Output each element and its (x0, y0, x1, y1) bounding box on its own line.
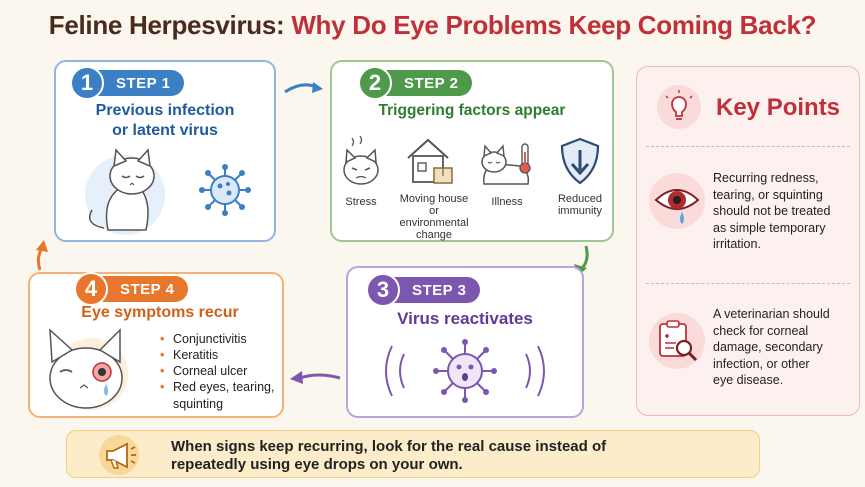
key-points-divider-middle (646, 283, 850, 284)
key-point-1-line: should not be treated (713, 204, 831, 218)
step3-label: STEP 3 (412, 281, 467, 299)
arrow-step3-to-step4 (290, 371, 341, 384)
step2-badge: 2 STEP 2 (358, 66, 473, 100)
red-eye-icon (649, 173, 705, 229)
reactivating-virus-icon (385, 339, 545, 403)
step1-number: 1 (70, 66, 104, 100)
step1-heading-line1: Previous infection (95, 102, 235, 119)
sick-cat-icon (481, 143, 531, 185)
step4-heading: Eye symptoms recur (81, 304, 239, 321)
bottom-note-line2: repeatedly using eye drops on your own. (171, 456, 463, 473)
step1-heading-line2: or latent virus (112, 122, 218, 139)
factor-moving-line3: change (415, 229, 453, 241)
bottom-note-line1: When signs keep recurring, look for the … (171, 438, 607, 455)
factor-immunity-line2: immunity (557, 205, 602, 217)
factor-stress-label: Stress (345, 196, 377, 208)
key-point-2-line: eye disease. (713, 373, 784, 387)
key-points-title: Key Points (716, 94, 841, 121)
key-point-1-line: Recurring redness, (713, 171, 819, 185)
factor-moving-line1: Moving house or (399, 193, 469, 217)
key-point-1-line: tearing, or squinting (713, 187, 823, 202)
factor-illness-label: Illness (491, 196, 523, 208)
step1-heading: Previous infection or latent virus (60, 101, 270, 141)
key-point-1-line: as simple temporary (713, 220, 826, 235)
step3-heading: Virus reactivates (397, 309, 533, 328)
factor-immunity-line1: Reduced (557, 193, 603, 205)
symptom-item: Corneal ulcer (160, 363, 274, 379)
bottom-note: When signs keep recurring, look for the … (66, 430, 760, 478)
factor-immunity-label: Reduced immunity (550, 193, 610, 217)
step1-label: STEP 1 (116, 74, 171, 92)
key-point-1: Recurring redness, tearing, or squinting… (713, 170, 830, 253)
arrow-step1-to-step2 (284, 82, 323, 94)
symptom-item: Red eyes, tearing, (160, 379, 274, 395)
lightbulb-icon (657, 85, 701, 129)
shield-down-icon (560, 137, 600, 185)
stressed-cat-icon (343, 135, 379, 185)
sleeping-cat-icon (85, 148, 165, 235)
title-part2: Why Do Eye Problems Keep Coming Back? (291, 10, 817, 40)
symptom-item-continuation: squinting (173, 397, 224, 411)
bottom-note-text: When signs keep recurring, look for the … (171, 438, 606, 474)
factor-moving-line2: environmental (399, 217, 469, 229)
factor-moving-label: Moving house or environmental change (394, 193, 474, 241)
cat-eye-infection-icon (49, 328, 128, 410)
virus-icon (199, 164, 251, 216)
step3-number: 3 (366, 273, 400, 307)
page-title: Feline Herpesvirus: Why Do Eye Problems … (0, 10, 865, 41)
arrow-step4-to-step1 (36, 240, 48, 271)
step1-badge: 1 STEP 1 (70, 66, 185, 100)
key-point-2-line: check for corneal (713, 323, 809, 338)
step2-heading: Triggering factors appear (378, 102, 566, 119)
clipboard-magnifier-icon (649, 313, 705, 369)
symptom-list: Conjunctivitis Keratitis Corneal ulcer R… (160, 331, 274, 395)
step2-label: STEP 2 (404, 74, 459, 92)
key-point-2-line: infection, or other (713, 356, 810, 371)
step3-badge: 3 STEP 3 (366, 273, 481, 307)
step4-label: STEP 4 (120, 280, 175, 298)
key-point-2-line: damage, secondary (713, 340, 823, 354)
symptom-item: Keratitis (160, 347, 274, 363)
step4-badge: 4 STEP 4 (74, 272, 189, 306)
title-part1: Feline Herpesvirus: (48, 10, 285, 40)
key-points-divider-top (646, 146, 850, 147)
key-point-2-line: A veterinarian should (713, 307, 830, 321)
key-point-1-line: irritation. (713, 237, 761, 251)
symptom-item: Conjunctivitis (160, 331, 274, 347)
step2-number: 2 (358, 66, 392, 100)
step4-number: 4 (74, 272, 108, 306)
house-icon (407, 138, 453, 184)
key-point-2: A veterinarian should check for corneal … (713, 306, 830, 389)
megaphone-icon (99, 435, 139, 475)
